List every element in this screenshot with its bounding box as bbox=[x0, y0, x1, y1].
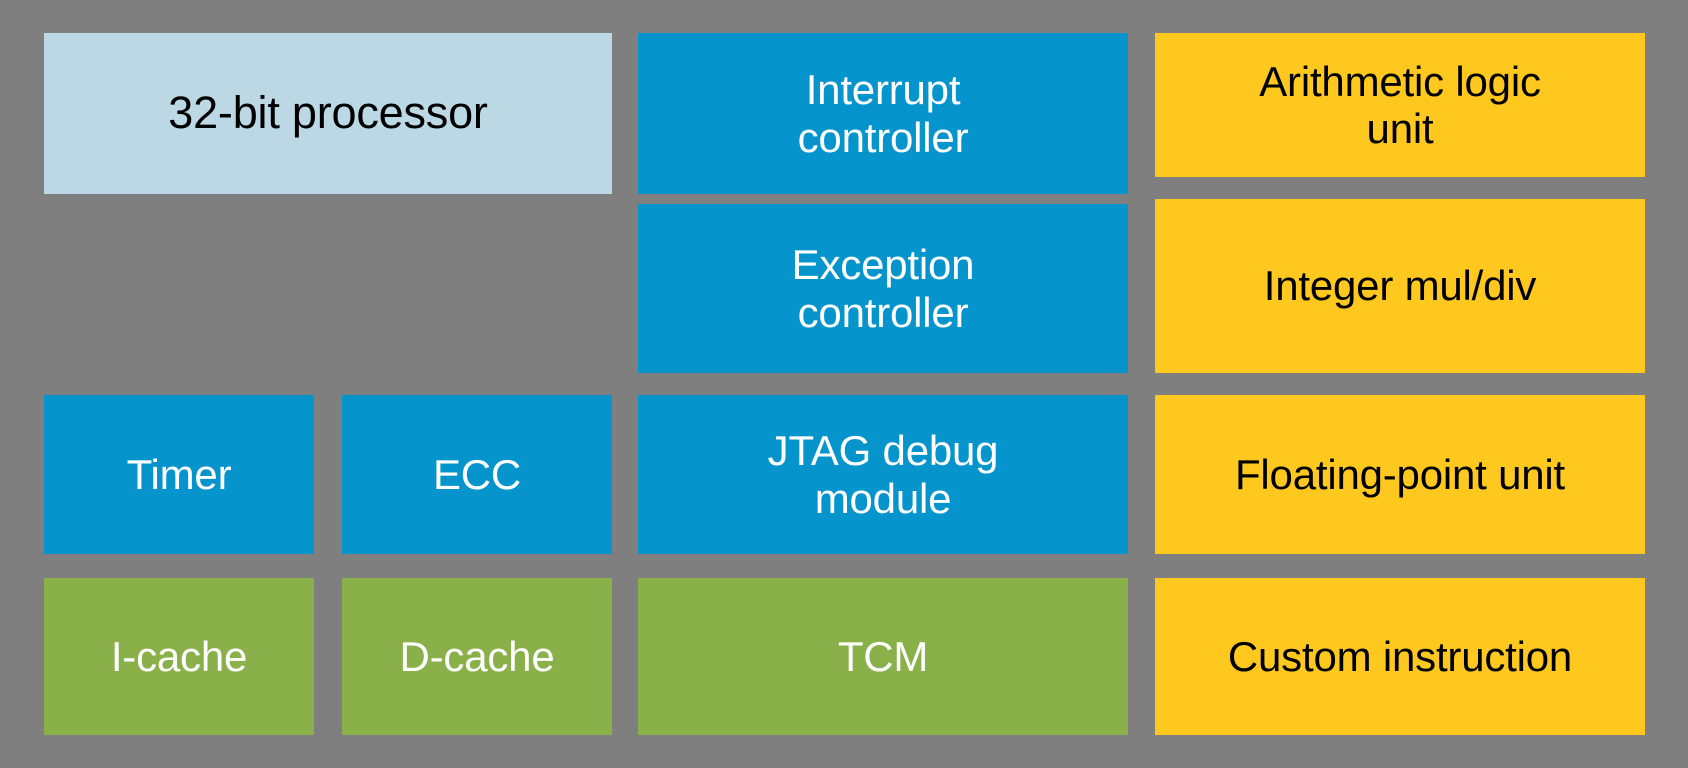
block-tcm[interactable]: TCM bbox=[638, 578, 1128, 735]
block-exception-controller[interactable]: Exception controller bbox=[638, 204, 1128, 373]
block-arithmetic-logic-unit[interactable]: Arithmetic logic unit bbox=[1155, 33, 1645, 177]
block-floating-point-unit[interactable]: Floating-point unit bbox=[1155, 395, 1645, 554]
block-timer[interactable]: Timer bbox=[44, 395, 314, 554]
block-interrupt-controller[interactable]: Interrupt controller bbox=[638, 33, 1128, 194]
block-ecc[interactable]: ECC bbox=[342, 395, 612, 554]
block-processor[interactable]: 32-bit processor bbox=[44, 33, 612, 194]
block-i-cache[interactable]: I-cache bbox=[44, 578, 314, 735]
block-d-cache[interactable]: D-cache bbox=[342, 578, 612, 735]
block-jtag-debug-module[interactable]: JTAG debug module bbox=[638, 395, 1128, 554]
block-custom-instruction[interactable]: Custom instruction bbox=[1155, 578, 1645, 735]
block-integer-mul-div[interactable]: Integer mul/div bbox=[1155, 199, 1645, 373]
